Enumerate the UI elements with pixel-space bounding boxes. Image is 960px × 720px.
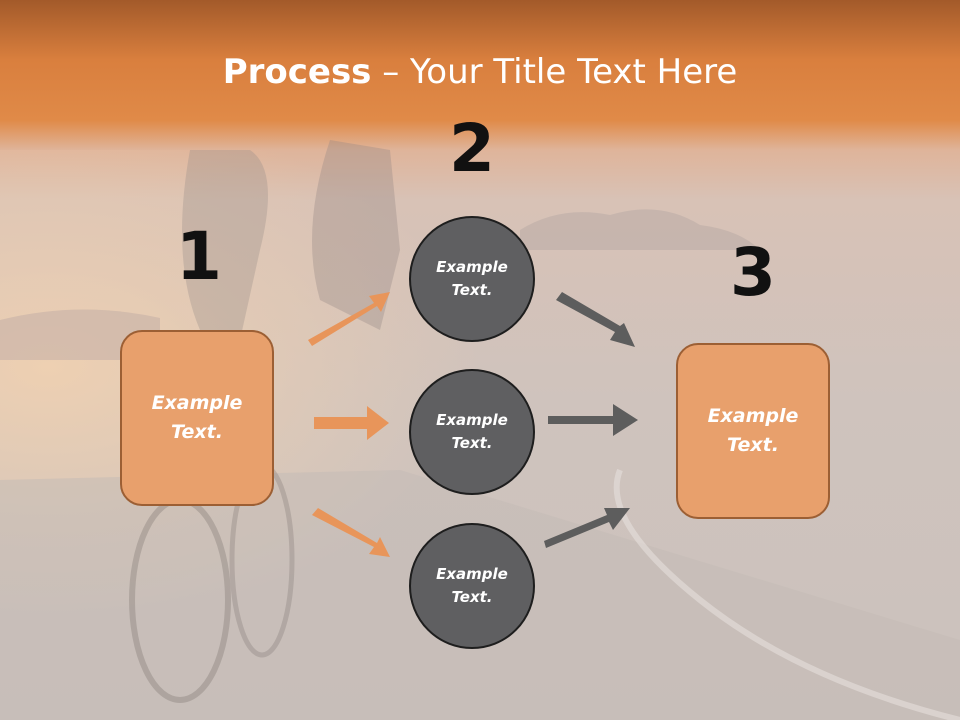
step-number-2: 2 xyxy=(449,110,495,187)
step-1-box-text: Example Text. xyxy=(151,392,243,443)
step-number-1: 1 xyxy=(176,218,222,295)
step-2-circle-2: Example Text. xyxy=(409,369,535,495)
step-number-3: 3 xyxy=(730,234,776,311)
arrow-down-right-gray xyxy=(556,292,635,347)
step-1-box: Example Text. xyxy=(120,330,274,506)
circle-3-text: Example Text. xyxy=(436,565,508,606)
slide-title: Process – Your Title Text Here xyxy=(0,52,960,92)
step-3-box-text: Example Text. xyxy=(707,405,799,456)
title-rest: – Your Title Text Here xyxy=(371,52,738,92)
title-bold: Process xyxy=(222,52,372,92)
arrow-up-right-orange xyxy=(308,292,390,346)
arrow-right-orange xyxy=(314,406,389,440)
circle-2-text: Example Text. xyxy=(436,411,508,452)
step-3-box: Example Text. xyxy=(676,343,830,519)
arrow-right-gray xyxy=(548,404,638,436)
arrow-up-right-gray xyxy=(544,508,630,548)
arrow-down-right-orange xyxy=(312,508,390,557)
step-2-circle-3: Example Text. xyxy=(409,523,535,649)
step-2-circle-1: Example Text. xyxy=(409,216,535,342)
circle-1-text: Example Text. xyxy=(436,258,508,299)
